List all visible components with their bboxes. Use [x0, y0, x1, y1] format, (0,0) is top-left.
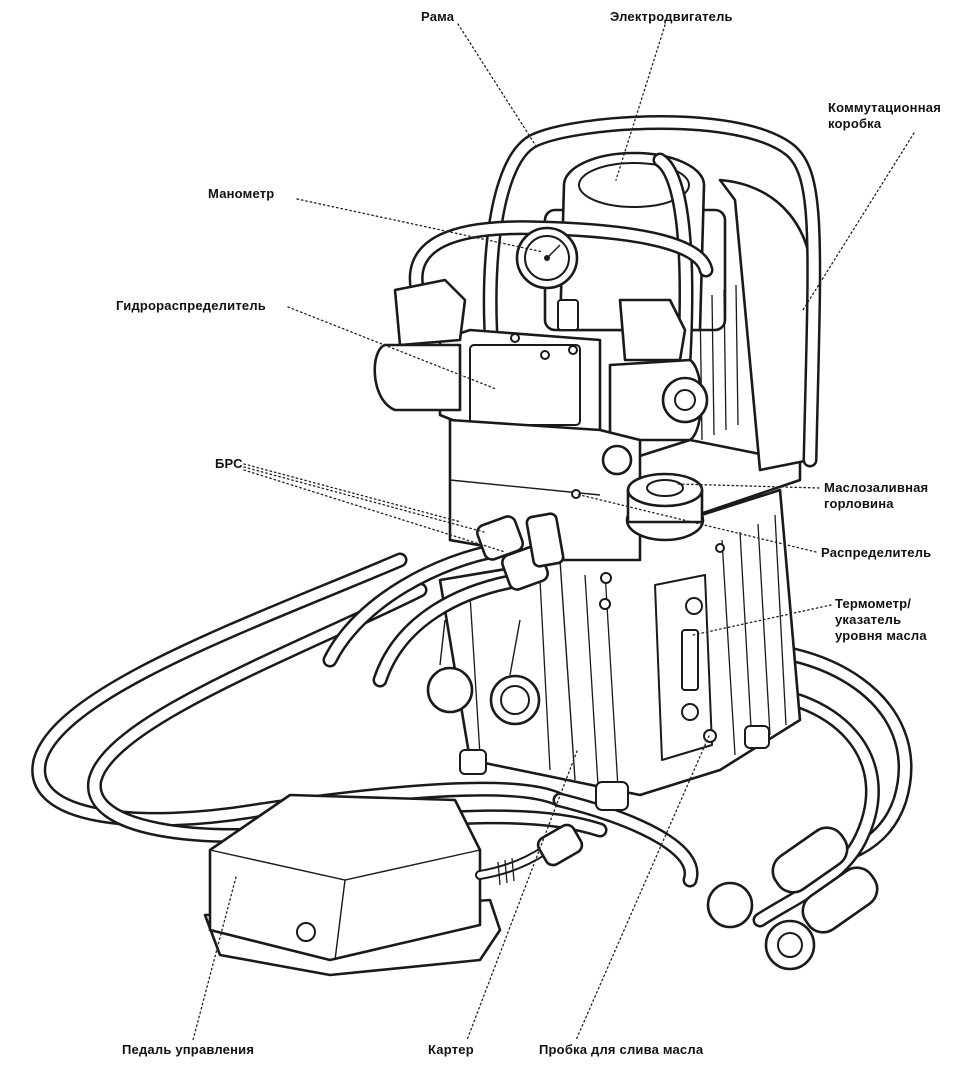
label-pedal: Педаль управления [122, 1042, 255, 1057]
label-drain-plug: Пробка для слива масла [539, 1042, 704, 1057]
leader-oil-filler [677, 483, 820, 489]
leader-thermometer [692, 604, 832, 636]
label-thermometer-line1: Термометр/ [835, 596, 912, 611]
label-thermometer-line2: указатель [835, 612, 902, 627]
leader-drain-plug [575, 735, 710, 1041]
dust-caps [426, 619, 541, 726]
label-thermometer-line3: уровня масла [835, 628, 927, 643]
foot-pedal [203, 793, 584, 977]
oil-filler [625, 472, 705, 542]
label-couplers: БРС [215, 456, 243, 471]
label-valve: Гидрораспределитель [116, 298, 266, 313]
leader-manifold [575, 493, 817, 553]
hoses [31, 552, 913, 928]
label-junction-box-line1: Коммутационная [828, 100, 941, 115]
frame [408, 115, 822, 468]
label-manifold: Распределитель [821, 545, 932, 560]
leader-crankcase [466, 750, 578, 1041]
label-oil-filler: Маслозаливная горловина [824, 480, 928, 512]
label-junction-box: Коммутационная коробка [828, 100, 941, 132]
leader-pedal [192, 876, 237, 1041]
hose-ends [706, 826, 879, 971]
leader-brs-3 [243, 469, 506, 553]
label-junction-box-line2: коробка [828, 116, 882, 131]
label-crankcase: Картер [428, 1042, 474, 1057]
leader-brs-1 [243, 463, 462, 523]
leader-frame [457, 23, 537, 147]
label-gauge: Манометр [208, 186, 275, 201]
leader-brs-2 [243, 466, 485, 533]
label-frame: Рама [421, 9, 455, 24]
leader-junction-box [802, 132, 915, 311]
label-motor: Электродвигатель [610, 9, 733, 24]
leader-gauge [296, 198, 544, 253]
label-oil-filler-line2: горловина [824, 496, 894, 511]
leader-lines [192, 23, 915, 1041]
leader-motor [615, 24, 666, 181]
quick-couplers [322, 512, 565, 688]
valve-block [373, 278, 709, 442]
label-oil-filler-line1: Маслозаливная [824, 480, 929, 495]
leader-valve [287, 306, 497, 390]
gauge [515, 226, 579, 331]
label-thermometer: Термометр/ указатель уровня масла [835, 596, 927, 644]
